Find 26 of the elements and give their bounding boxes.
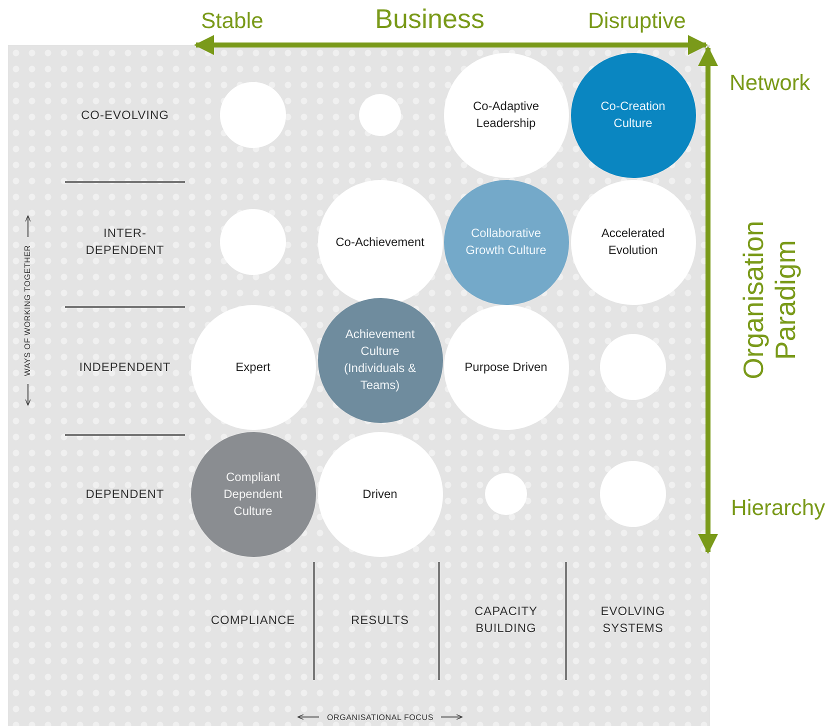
row-label: CO-EVOLVING [80,106,170,124]
axis-label: Network [730,70,810,96]
circle-label: Expert [234,358,272,376]
row-label: INTER-DEPENDENT [84,225,166,259]
circle-label: Collaborative Growth Culture [464,225,548,259]
circle-label: Co-Achievement [334,234,426,250]
column-label: CAPACITY BUILDING [473,603,539,637]
axis-label: Stable [201,8,264,34]
column-label: COMPLIANCE [210,612,296,628]
axis-title: ORGANISATIONAL FOCUS [327,712,434,722]
row-label: DEPENDENT [84,486,166,502]
axis-label: Organisation Paradigm [738,220,802,382]
column-label: RESULTS [350,612,410,628]
axis-label: Business [375,4,485,35]
axis-label: Disruptive [588,8,686,34]
row-label: INDEPENDENT [78,358,172,376]
column-label: EVOLVING SYSTEMS [600,603,666,637]
circle-label: Purpose Driven [464,358,548,376]
circle-label: Accelerated Evolution [600,225,666,259]
circle-label: Co-Creation Culture [600,98,666,132]
circle-label: Compliant Dependent Culture [222,468,284,520]
circle-label: Achievement Culture (Individuals & Teams) [342,326,418,394]
circle-label: Driven [362,486,398,502]
circle-label: Co-Adaptive Leadership [472,98,540,132]
axis-label: Hierarchy [731,495,826,521]
axis-title: WAYS OF WORKING TOGETHER [22,244,32,376]
